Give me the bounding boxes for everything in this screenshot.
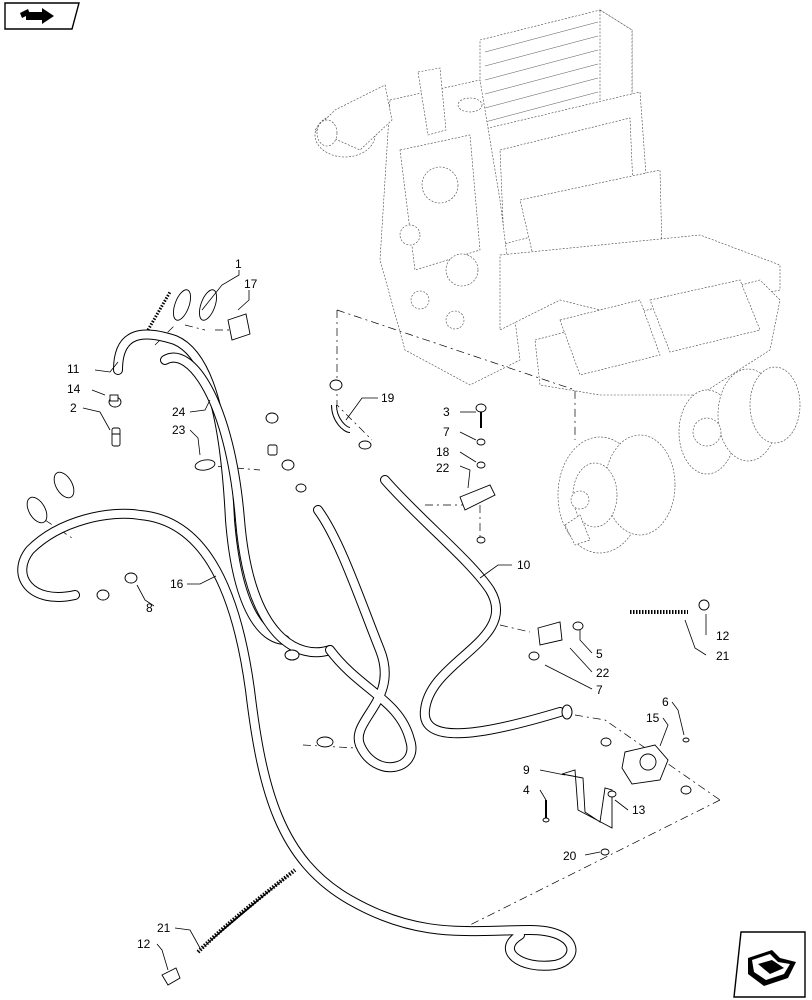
callout-19: 19 [381,391,395,405]
callout-3: 3 [443,405,450,419]
callout-8: 8 [146,601,153,615]
callout-21b: 21 [157,921,171,935]
front-wheel-hub [678,366,801,475]
callout-9: 9 [523,763,530,777]
bolt-3 [475,403,487,428]
washer-20 [600,848,610,856]
clip-22-top [459,484,496,511]
spring-21-bottom [161,868,297,986]
hose-10 [380,475,573,739]
callout-12a: 12 [716,629,730,643]
hose-16 [17,508,577,971]
callout-13: 13 [632,803,646,817]
leader-lines [82,270,707,971]
spring-21-top [630,599,710,614]
valve-15 [600,737,692,795]
nut-bottom [476,536,486,544]
rear-wheel-hub [557,434,676,554]
bracket-22-5 [528,621,584,661]
callout-12b: 12 [137,937,151,951]
clamp-14 [108,394,122,408]
callout-labels: 1 17 11 14 2 24 23 19 3 7 18 22 16 8 10 … [67,257,730,951]
callout-17: 17 [244,277,258,291]
callout-22a: 22 [436,461,450,475]
callout-20: 20 [563,849,577,863]
callout-5: 5 [596,647,603,661]
elbow-19 [329,379,372,450]
hose-center-loop [313,505,417,773]
callout-14: 14 [67,382,81,396]
fitting-2 [111,427,121,447]
callout-24: 24 [172,405,186,419]
callout-6: 6 [662,695,669,709]
callout-23: 23 [172,423,186,437]
next-page-arrow-icon[interactable] [733,931,806,998]
clip-23 [194,459,216,471]
o-ring-pair [26,471,75,524]
washer-18 [476,461,486,469]
page-back-arrow-icon[interactable] [4,2,80,30]
spring-clamp-1 [146,291,172,331]
label-17 [227,313,251,341]
callout-15: 15 [646,711,660,725]
callout-16: 16 [170,577,184,591]
callout-22b: 22 [596,666,610,680]
callout-11: 11 [67,362,80,376]
clip-center [316,736,334,748]
bolt-13 [607,790,617,798]
bracket-9 [561,769,613,829]
washer-7 [476,438,486,446]
callout-7a: 7 [443,425,450,439]
callout-4: 4 [523,783,530,797]
callout-7b: 7 [596,683,603,697]
clamp-set [265,412,307,493]
hose-24 [160,352,335,661]
clip-8 [96,572,138,601]
callout-2: 2 [70,401,77,415]
callout-18: 18 [436,445,450,459]
o-ring-1 [172,289,218,321]
callout-21a: 21 [716,649,730,663]
engine-hvac-assembly [314,9,801,554]
bolt-4 [542,800,550,823]
callout-10: 10 [517,558,531,572]
callout-1: 1 [235,257,242,271]
